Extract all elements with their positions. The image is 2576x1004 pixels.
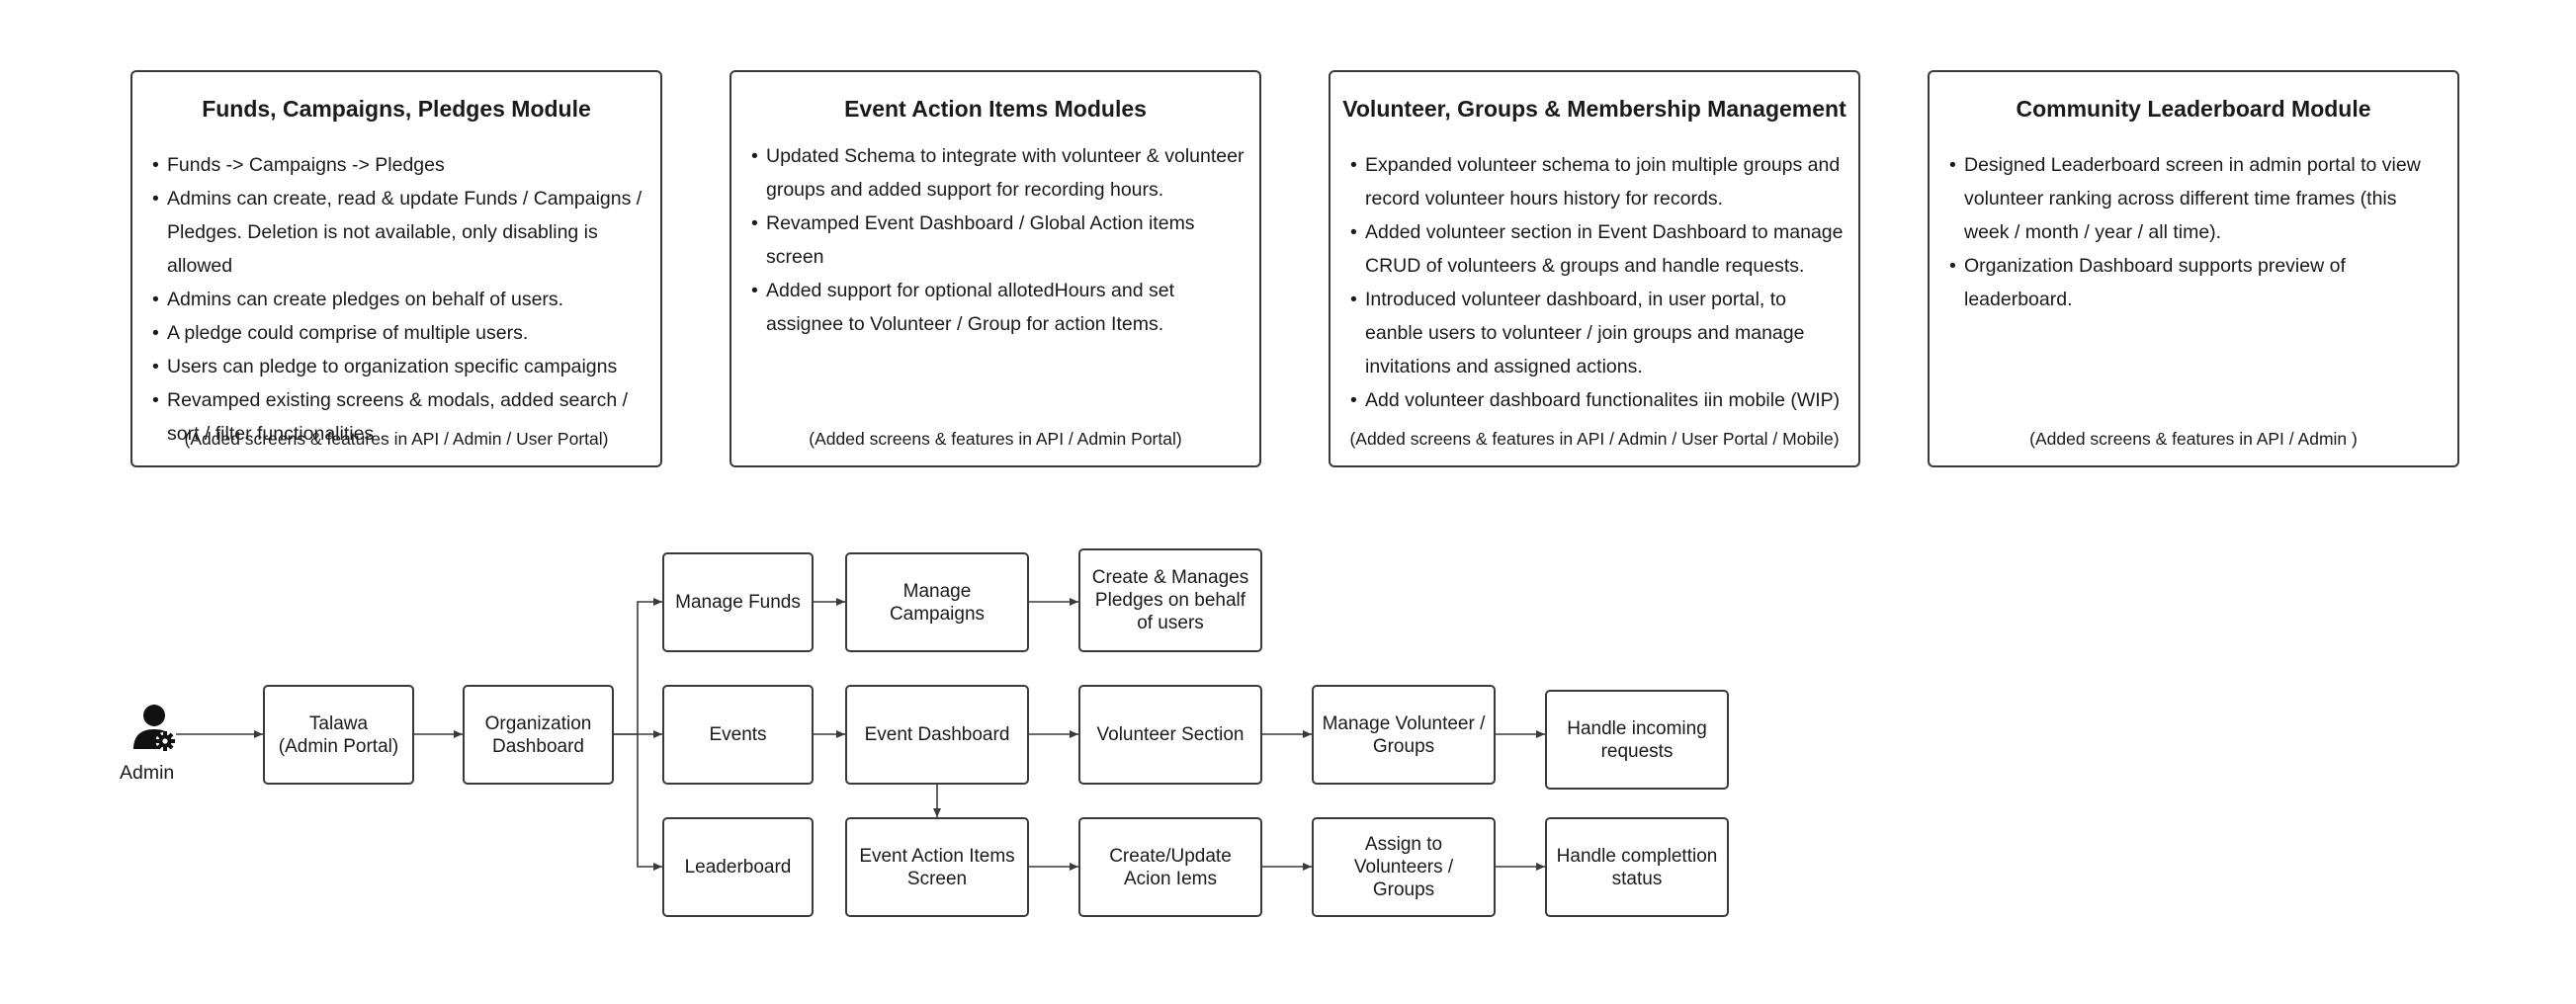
module-title: Funds, Campaigns, Pledges Module xyxy=(202,96,591,122)
module-feature-list: Designed Leaderboard screen in admin por… xyxy=(1949,148,2446,316)
node-leaderboard: Leaderboard xyxy=(662,817,814,917)
module-feature-item: Funds -> Campaigns -> Pledges xyxy=(152,148,648,182)
module-card-volunteer-groups: Volunteer, Groups & Membership Managemen… xyxy=(1329,70,1860,467)
module-feature-item: Revamped existing screens & modals, adde… xyxy=(152,383,648,451)
arrow-org-to-leaderboard xyxy=(637,734,662,871)
module-card-event-action-items: Event Action Items Modules Updated Schem… xyxy=(730,70,1261,467)
module-title: Event Action Items Modules xyxy=(844,96,1147,122)
admin-actor-label: Admin xyxy=(120,762,175,784)
module-feature-item: Users can pledge to organization specifi… xyxy=(152,350,648,383)
node-manage-volunteer-groups: Manage Volunteer / Groups xyxy=(1312,685,1496,785)
module-title: Community Leaderboard Module xyxy=(2016,96,2371,122)
node-handle-incoming-requests: Handle incoming requests xyxy=(1545,690,1729,790)
module-feature-item: Add volunteer dashboard functionalites i… xyxy=(1350,383,1846,417)
module-feature-list: Expanded volunteer schema to join multip… xyxy=(1350,148,1846,417)
node-event-action-items-screen: Event Action Items Screen xyxy=(845,817,1029,917)
module-feature-item: Introduced volunteer dashboard, in user … xyxy=(1350,283,1846,383)
module-feature-item: Expanded volunteer schema to join multip… xyxy=(1350,148,1846,215)
module-feature-item: Added volunteer section in Event Dashboa… xyxy=(1350,215,1846,283)
admin-user-gear-icon xyxy=(133,705,175,751)
node-create-update-action-items: Create/Update Acion Iems xyxy=(1078,817,1262,917)
node-talawa-admin-portal: Talawa (Admin Portal) xyxy=(263,685,414,785)
module-title: Volunteer, Groups & Membership Managemen… xyxy=(1342,96,1846,122)
node-organization-dashboard: Organization Dashboard xyxy=(463,685,614,785)
node-event-dashboard: Event Dashboard xyxy=(845,685,1029,785)
node-manage-funds: Manage Funds xyxy=(662,552,814,652)
node-assign-to-volunteers-groups: Assign to Volunteers / Groups xyxy=(1312,817,1496,917)
arrow-org-to-funds xyxy=(614,598,662,735)
node-create-pledges: Create & Manages Pledges on behalf of us… xyxy=(1078,548,1262,652)
module-footer: (Added screens & features in API / Admin… xyxy=(2029,429,2358,449)
module-feature-item: Organization Dashboard supports preview … xyxy=(1949,249,2446,316)
module-footer: (Added screens & features in API / Admin… xyxy=(1349,429,1840,449)
module-feature-item: Designed Leaderboard screen in admin por… xyxy=(1949,148,2446,249)
module-card-funds: Funds, Campaigns, Pledges Module Funds -… xyxy=(130,70,662,467)
module-card-leaderboard: Community Leaderboard Module Designed Le… xyxy=(1928,70,2459,467)
module-feature-list: Funds -> Campaigns -> Pledges Admins can… xyxy=(152,148,648,451)
module-feature-item: Admins can create, read & update Funds /… xyxy=(152,182,648,283)
node-events: Events xyxy=(662,685,814,785)
node-manage-campaigns: Manage Campaigns xyxy=(845,552,1029,652)
module-feature-item: Updated Schema to integrate with volunte… xyxy=(751,139,1247,207)
node-handle-completion-status: Handle complettion status xyxy=(1545,817,1729,917)
module-footer: (Added screens & features in API / Admin… xyxy=(184,429,609,449)
module-feature-item: A pledge could comprise of multiple user… xyxy=(152,316,648,350)
module-footer: (Added screens & features in API / Admin… xyxy=(809,429,1182,449)
module-feature-list: Updated Schema to integrate with volunte… xyxy=(751,139,1247,341)
module-feature-item: Added support for optional allotedHours … xyxy=(751,274,1247,341)
module-feature-item: Admins can create pledges on behalf of u… xyxy=(152,283,648,316)
module-feature-item: Revamped Event Dashboard / Global Action… xyxy=(751,207,1247,274)
node-volunteer-section: Volunteer Section xyxy=(1078,685,1262,785)
